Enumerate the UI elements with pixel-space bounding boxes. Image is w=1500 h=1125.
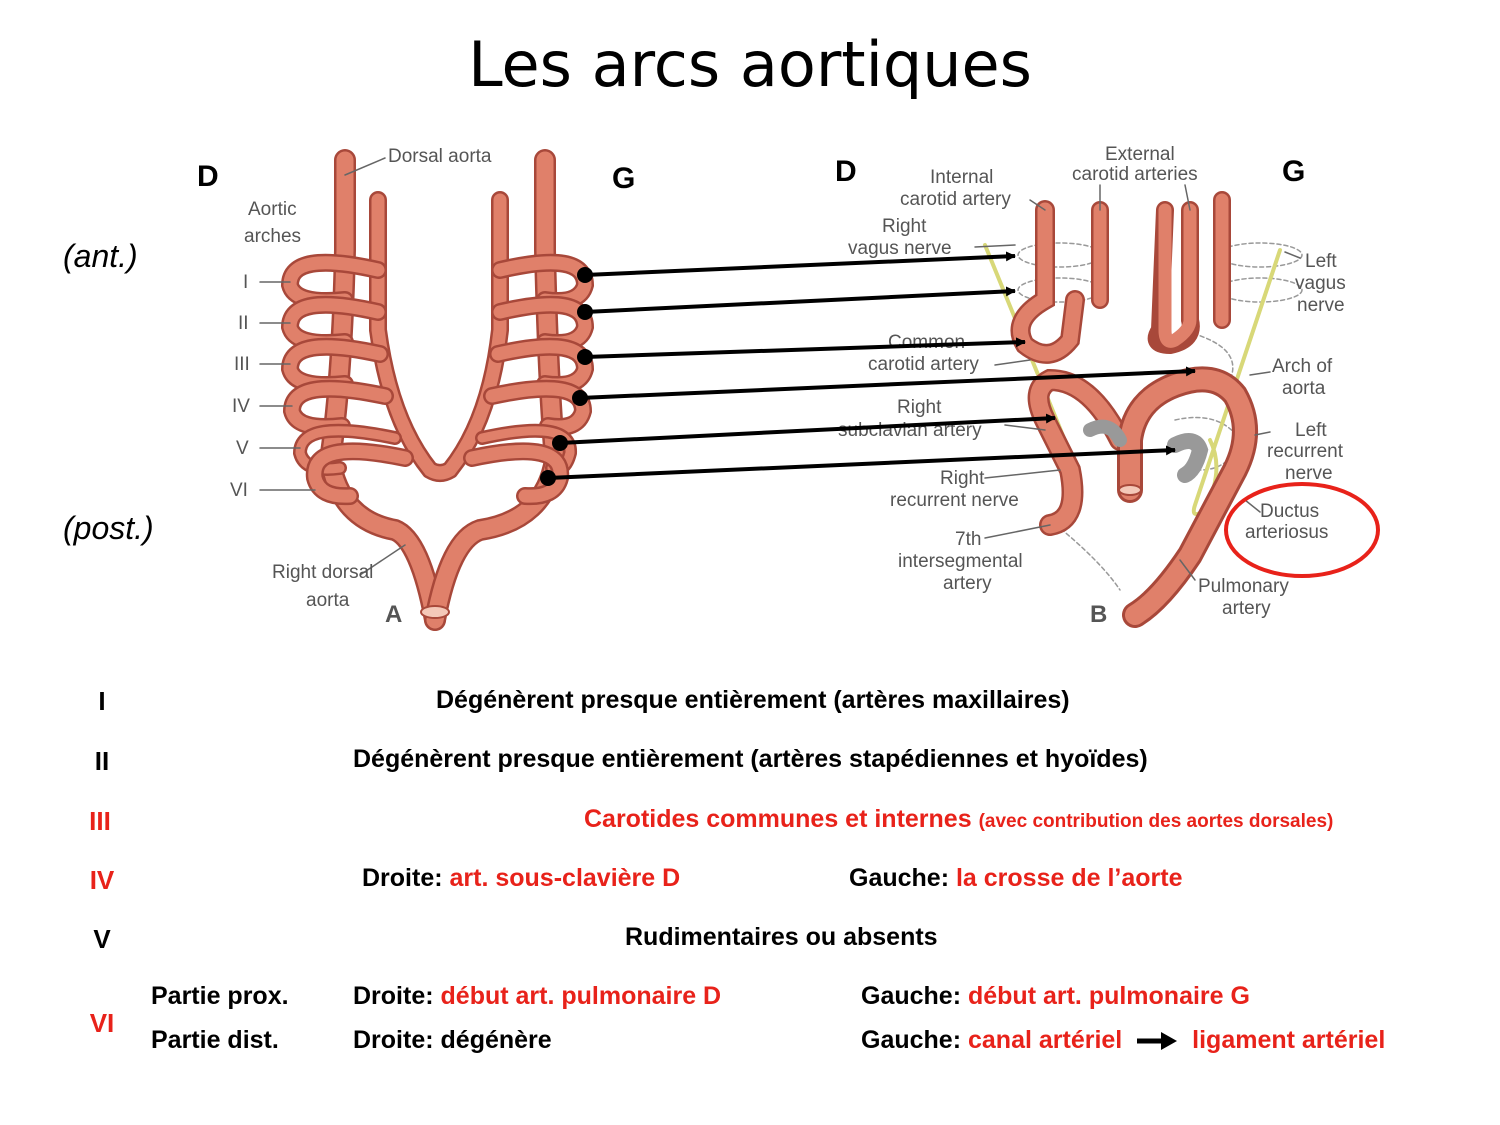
row-4-number: IV [89,865,115,895]
left-recurrent-label-2: recurrent [1267,441,1344,462]
row-3-note: (avec contribution des aortes dorsales) [978,811,1334,832]
row-1-number: I [98,686,106,716]
right-vagus-label-2: vagus nerve [848,238,952,259]
figure-a-leaders [259,157,406,576]
right-dorsal-label-1: Right dorsal [272,562,373,583]
figure-b: External carotid arteries Internal carot… [838,144,1346,628]
side-label-left-b: G [1282,155,1306,188]
row-4-right-label: Droite: [362,864,443,892]
left-recurrent-label-1: Left [1295,420,1327,441]
arrow-arch-6 [547,445,1176,480]
row-6-dist-right-label: Droite: [353,1026,434,1054]
ductus-highlight-circle [1224,482,1380,578]
row-6-dist-left: Gauche: canal artériel ligament artériel [861,1026,1385,1055]
internal-carotid-label-1: Internal [930,167,993,188]
row-3-text: Carotides communes et internes (avec con… [584,805,1333,834]
row-5-text: Rudimentaires ou absents [625,923,938,951]
figure-a: Dorsal aorta Aortic arches I II III IV V… [230,146,595,631]
row-2-number: II [94,746,110,776]
row-6-prox-left-label: Gauche: [861,982,962,1010]
common-carotid-label-2: carotid artery [868,354,979,375]
row-6-dist-left-label: Gauche: [861,1026,962,1054]
arch-aorta-label-1: Arch of [1272,356,1333,377]
row-6-dist-left-value: canal artériel [967,1026,1123,1054]
external-carotid-label-1: External [1105,144,1175,165]
right-recurrent-label-2: recurrent nerve [890,490,1019,511]
left-vagus-label-3: nerve [1297,295,1345,316]
row-2-text: Dégénèrent presque entièrement (artères … [353,745,1148,773]
ductus-label-1: Ductus [1260,501,1319,522]
row-5-number: V [93,924,111,954]
row-6-number: VI [89,1008,115,1038]
left-vagus-label-1: Left [1305,251,1337,272]
row-4-right: Droite: art. sous-clavière D [362,864,680,893]
row-6-dist-label: Partie dist. [151,1026,279,1054]
arch-roman-4: IV [232,396,250,417]
intersegmental-label-1: 7th [955,529,981,550]
row-1-text: Dégénèrent presque entièrement (artères … [436,686,1070,714]
arrow-origin-dots [540,267,593,486]
page-title: Les arcs aortiques [468,28,1032,101]
intersegmental-label-2: intersegmental [898,551,1023,572]
arch-aorta-label-2: aorta [1282,378,1326,399]
intersegmental-label-3: artery [943,573,992,594]
posterior-label: (post.) [63,510,154,546]
arrow-arch-2 [584,286,1016,314]
ductus-label-2: arteriosus [1245,522,1328,543]
figure-a-letter: A [385,601,402,628]
left-recurrent-label-3: nerve [1285,463,1333,484]
internal-carotid-label-2: carotid artery [900,189,1011,210]
row-6-prox-label: Partie prox. [151,982,289,1010]
left-arches [463,253,595,506]
right-arches [280,253,414,506]
dorsal-aorta-label: Dorsal aorta [388,146,492,167]
right-pulmonary [1083,419,1127,447]
arch-roman-2: II [238,313,249,334]
aortic-arches-label-1: Aortic [248,199,297,220]
row-4-left-label: Gauche: [849,864,950,892]
row-6-prox-left: Gauche: début art. pulmonaire G [861,982,1250,1011]
row-3-number: III [89,806,111,836]
arrow-arch-4 [579,366,1196,400]
row-4-right-value: art. sous-clavière D [449,864,681,892]
arrow-arch-5 [559,413,1056,445]
row-6-dist-right: Droite: dégénère [353,1026,552,1055]
row-6-prox-left-value: début art. pulmonaire G [967,982,1250,1010]
right-vagus-label-1: Right [882,216,927,237]
arch-roman-5: V [236,438,249,459]
figure-b-letter: B [1090,601,1107,628]
arch-roman-6: VI [230,480,248,501]
left-vagus-label-2: vagus [1295,273,1346,294]
row-6-prox-right: Droite: début art. pulmonaire D [353,982,721,1011]
right-arrow-icon [1137,1032,1178,1051]
external-carotid-label-2: carotid arteries [1072,164,1198,185]
pulmonary-label-2: artery [1222,598,1271,619]
side-label-right-a: D [197,160,219,193]
side-label-left-a: G [612,162,636,195]
aortic-arches-label-2: arches [244,226,301,247]
row-6-prox-right-value: début art. pulmonaire D [440,982,722,1010]
right-dorsal-label-2: aorta [306,590,350,611]
arch-roman-3: III [234,354,250,375]
row-4-left: Gauche: la crosse de l’aorte [849,864,1183,893]
row-6-prox-right-label: Droite: [353,982,434,1010]
row-4-left-value: la crosse de l’aorte [955,864,1183,892]
arch-roman-1: I [243,272,248,293]
arrow-arch-1 [584,251,1016,277]
pulmonary-label-1: Pulmonary [1198,576,1289,597]
row-3-main: Carotides communes et internes [584,805,972,833]
right-subclavian-label-1: Right [897,397,942,418]
side-label-right-b: D [835,155,857,188]
row-6-dist-left-final: ligament artériel [1192,1026,1386,1054]
figure-b-leaders [974,184,1301,581]
row-6-dist-right-value: dégénère [440,1026,552,1054]
anterior-label: (ant.) [63,238,138,274]
right-recurrent-label-1: Right [940,468,985,489]
correspondence-arrows [547,251,1196,480]
aortic-arches-diagram: Dorsal aorta Aortic arches I II III IV V… [230,144,1380,631]
arrow-arch-3 [584,337,1026,359]
ductus-arteriosus-vessel [1167,433,1209,483]
